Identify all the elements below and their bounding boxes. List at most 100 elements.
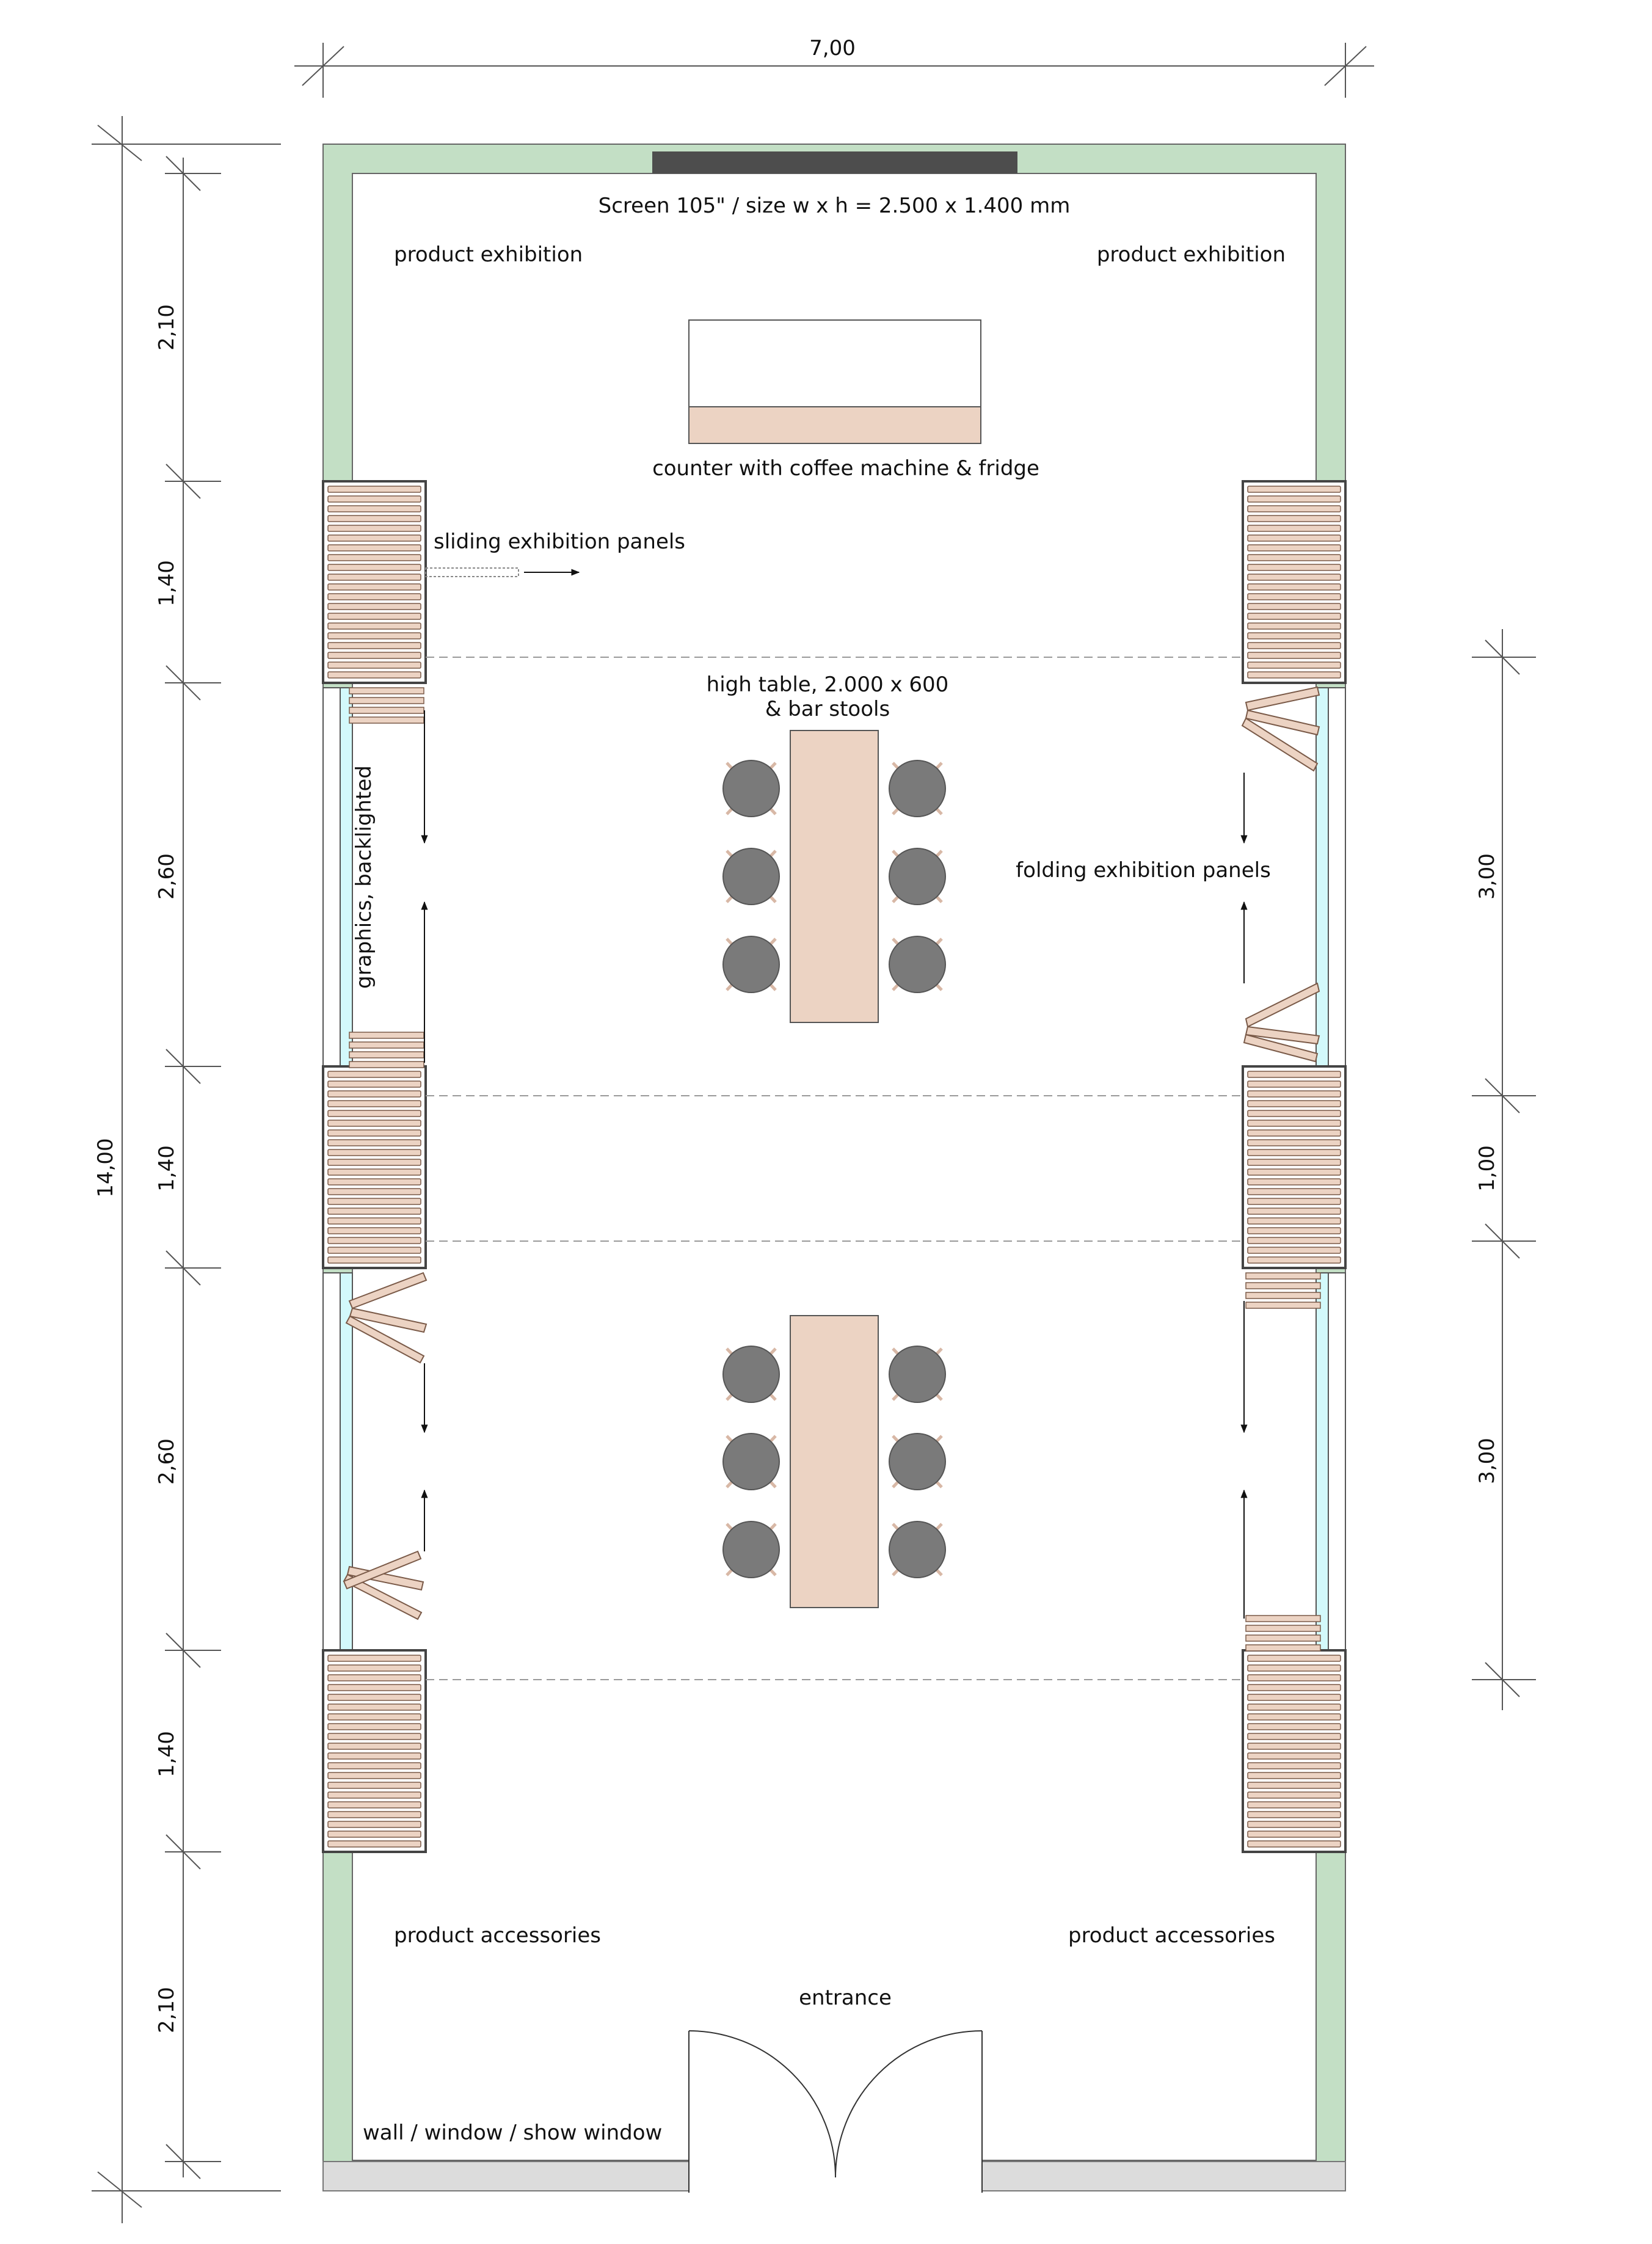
panel-slat — [1247, 1139, 1341, 1146]
panel-slat — [327, 1821, 421, 1828]
dimension-lines — [92, 43, 1374, 2223]
panel-slat — [1247, 1840, 1341, 1848]
panel-slat — [1247, 1772, 1341, 1779]
panel-slat — [1247, 652, 1341, 659]
bar-stool-icon — [723, 936, 779, 993]
panel-slat — [327, 1752, 421, 1760]
panel-slat — [1247, 515, 1341, 522]
panel-slat — [1247, 1198, 1341, 1205]
panel-slat — [1247, 1664, 1341, 1672]
panel-slat — [327, 515, 421, 522]
panel-slat — [1247, 564, 1341, 571]
left-dimension-label: 1,40 — [155, 560, 179, 607]
high-table-2 — [790, 1315, 879, 1608]
panel-slat — [327, 642, 421, 649]
left-segment-ticks — [165, 156, 221, 2179]
panel-slat — [327, 1178, 421, 1186]
panel-slat — [327, 1100, 421, 1107]
panel-slat — [327, 1110, 421, 1117]
panel-slat — [1247, 1703, 1341, 1711]
left-dimension-label: 2,60 — [155, 1438, 179, 1485]
panel-slat — [327, 1831, 421, 1838]
bar-stool-icon — [889, 760, 945, 817]
panel-slat — [1247, 1733, 1341, 1740]
panel-slat — [1247, 486, 1341, 493]
panel-stack — [1242, 1649, 1347, 1853]
panel-slat — [1247, 1080, 1341, 1088]
panel-slat — [327, 534, 421, 542]
sliding-panels-label: sliding exhibition panels — [434, 530, 685, 554]
panel-slat — [327, 1713, 421, 1721]
panel-slat — [327, 1684, 421, 1691]
panel-slat — [327, 1188, 421, 1195]
panel-slat — [327, 671, 421, 679]
product-accessories-label-right: product accessories — [1068, 1923, 1275, 1948]
high-table-label: high table, 2.000 x 600 — [707, 672, 949, 697]
panel-slat — [1247, 1129, 1341, 1137]
width-dimension-label: 7,00 — [809, 36, 856, 60]
panel-slat — [327, 1080, 421, 1088]
right-dimension-label: 3,00 — [1475, 1438, 1499, 1484]
panel-slat — [1247, 671, 1341, 679]
panel-slat — [1245, 1644, 1321, 1652]
panel-slat — [1247, 554, 1341, 561]
panel-slat — [327, 1129, 421, 1137]
panel-slat — [1247, 1713, 1341, 1721]
panel-slat — [1247, 583, 1341, 591]
bar-stool-icon — [889, 936, 945, 993]
panel-slat — [349, 1032, 424, 1039]
screen-label: Screen 105" / size w x h = 2.500 x 1.400… — [599, 194, 1071, 218]
panel-slat — [327, 613, 421, 620]
panel-slat — [349, 707, 424, 714]
panel-slat — [1247, 1090, 1341, 1098]
panel-slat — [327, 1217, 421, 1225]
panel-slat — [327, 1703, 421, 1711]
panel-slat — [327, 1168, 421, 1176]
panel-slat — [1245, 1292, 1321, 1299]
panel-slat — [1247, 593, 1341, 600]
bar-stool-icon — [889, 1433, 945, 1490]
double-door-icon — [688, 2030, 983, 2190]
panel-slat — [1247, 1149, 1341, 1156]
bar-stool-icon — [723, 1346, 779, 1402]
panel-slat — [1247, 1100, 1341, 1107]
panel-slat — [1247, 1752, 1341, 1760]
panel-slat — [1245, 1615, 1321, 1622]
panel-slat — [327, 1664, 421, 1672]
panel-slat — [1247, 613, 1341, 620]
panel-slat — [327, 495, 421, 503]
folding-panels-label: folding exhibition panels — [1016, 858, 1271, 883]
entrance-label: entrance — [799, 1986, 892, 2010]
panel-slat — [1247, 1782, 1341, 1789]
panel-slat — [327, 1237, 421, 1244]
left-dimension-label: 2,60 — [155, 853, 179, 900]
bar-stool-icon — [889, 848, 945, 905]
panel-slat — [327, 652, 421, 659]
panel-slat — [327, 1208, 421, 1215]
panel-slat — [1247, 1684, 1341, 1691]
panel-slat — [1247, 1071, 1341, 1078]
panel-slat — [349, 1061, 424, 1068]
bar-stool-icon — [723, 760, 779, 817]
panel-slat — [327, 1139, 421, 1146]
backlit-glass-strips — [322, 687, 1346, 1652]
panel-slat — [1247, 1256, 1341, 1264]
panel-slat — [327, 583, 421, 591]
panel-slat — [1247, 1801, 1341, 1809]
panel-slat — [327, 505, 421, 512]
panel-slat — [1247, 1655, 1341, 1662]
high-table-1 — [790, 730, 879, 1023]
panel-slat — [327, 1733, 421, 1740]
panel-slat — [349, 687, 424, 694]
panel-slat — [1247, 505, 1341, 512]
counter-label: counter with coffee machine & fridge — [652, 456, 1039, 481]
panel-slat — [1247, 534, 1341, 542]
panel-slat — [327, 593, 421, 600]
panel-slat — [1247, 632, 1341, 639]
panel-slat — [327, 1247, 421, 1254]
panel-slat — [1247, 1110, 1341, 1117]
left-dimension-label: 2,10 — [155, 304, 179, 351]
panel-slat — [1247, 1227, 1341, 1234]
panel-slat — [327, 1801, 421, 1809]
